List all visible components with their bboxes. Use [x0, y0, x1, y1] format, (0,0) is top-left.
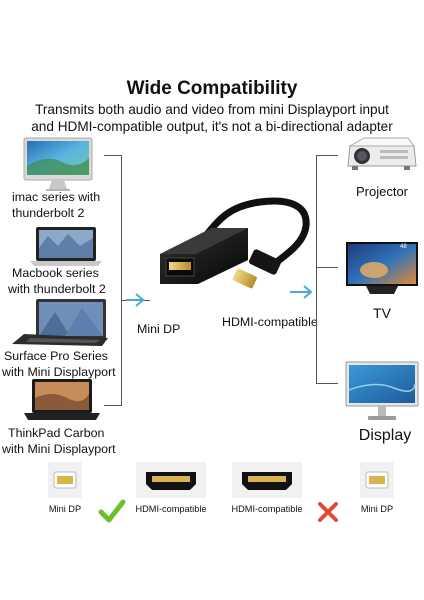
left-bracket-top [104, 155, 122, 156]
supported-to-label: HDMI-compatible [135, 504, 207, 514]
adapter-input-label: Mini DP [137, 322, 181, 336]
check-icon [98, 498, 126, 524]
right-bracket-middle [316, 267, 338, 268]
mini-dp-port-thumb-1 [48, 462, 82, 498]
arrow-right-icon [290, 284, 316, 300]
source-macbook-line1: Macbook series [12, 266, 99, 280]
unsupported-to-label: Mini DP [360, 504, 394, 514]
right-bracket-top [316, 155, 338, 156]
subtitle-line-2: and HDMI-compatible output, it's not a b… [31, 119, 393, 134]
source-thinkpad-line2: with Mini Displayport [2, 442, 116, 456]
hdmi-port-thumb-2 [232, 462, 302, 498]
source-surface-line1: Surface Pro Series [4, 349, 108, 363]
hdmi-port-thumb-1 [136, 462, 206, 498]
imac-icon [22, 136, 94, 192]
macbook-icon [28, 226, 104, 268]
source-imac-line1: imac series with [12, 190, 101, 204]
right-bracket-bottom [316, 383, 338, 384]
surface-pro-icon [10, 298, 114, 348]
unsupported-from-label: HDMI-compatible [231, 504, 303, 514]
arrow-right-icon [126, 292, 148, 308]
tv-screen-text: 48 [400, 244, 407, 250]
left-bracket-bottom [104, 405, 122, 406]
source-thinkpad-line1: ThinkPad Carbon [8, 426, 105, 440]
adapter-illustration [150, 188, 320, 308]
monitor-icon [344, 360, 420, 424]
supported-from-label: Mini DP [48, 504, 82, 514]
page-title: Wide Compatibility [126, 78, 298, 99]
output-projector-label: Projector [355, 184, 409, 199]
subtitle-line-1: Transmits both audio and video from mini… [35, 102, 389, 117]
right-bracket-vertical [316, 155, 317, 383]
output-tv-label: TV [373, 305, 391, 321]
source-surface-line2: with Mini Displayport [2, 365, 116, 379]
source-macbook-line2: with thunderbolt 2 [8, 282, 106, 296]
tv-icon: 48 [344, 240, 420, 298]
cross-icon [316, 500, 340, 524]
output-display-label: Display [358, 427, 412, 444]
thinkpad-icon [22, 378, 102, 424]
projector-icon [344, 134, 420, 174]
mini-dp-port-thumb-2 [360, 462, 394, 498]
source-imac-line2: thunderbolt 2 [12, 206, 85, 220]
left-bracket-vertical [121, 155, 122, 405]
adapter-output-label: HDMI-compatible [222, 315, 318, 329]
